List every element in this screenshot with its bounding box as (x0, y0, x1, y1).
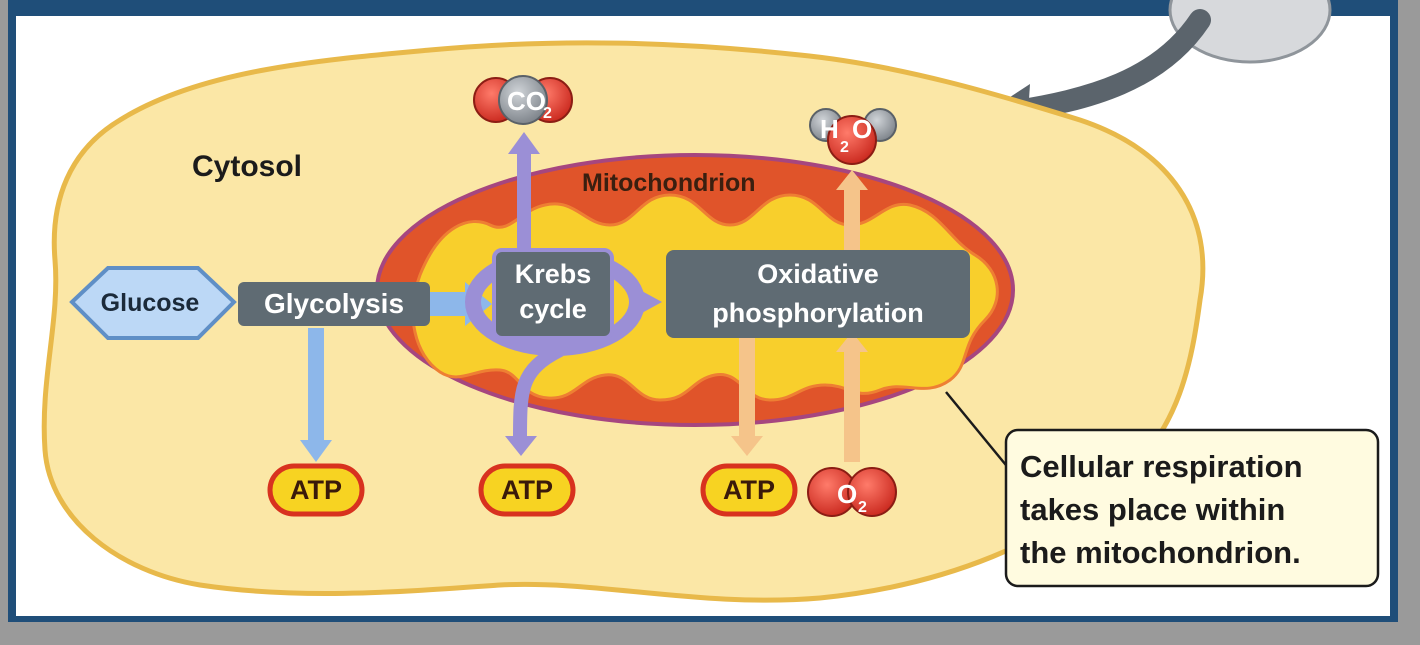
glycolysis-label: Glycolysis (264, 288, 404, 319)
co2-subscript: 2 (543, 105, 552, 122)
glycolysis-to-krebs-arrow (425, 292, 470, 316)
atp-badge-krebs: ATP (478, 463, 576, 517)
h2o-molecule: H 2 O (809, 108, 897, 165)
atp-badge-oxphos: ATP (700, 463, 798, 517)
callout-line1: Cellular respiration (1020, 449, 1303, 484)
krebs-to-atp-arrow (513, 343, 564, 441)
callout-line3: the mitochondrion. (1020, 535, 1301, 570)
oxphos-label-line1: Oxidative (757, 259, 879, 289)
h2o-base-h: H (820, 114, 839, 144)
o2-base: O (837, 479, 857, 509)
callout-leader-line (945, 391, 1011, 471)
atp-label: ATP (723, 475, 775, 505)
glucose-hexagon (69, 266, 237, 340)
o2-subscript: 2 (858, 499, 867, 516)
callout-line2: takes place within (1020, 492, 1285, 527)
co2-base: CO (507, 86, 546, 116)
oxphos-label-line2: phosphorylation (712, 298, 924, 328)
o2-molecule: O 2 (807, 467, 897, 517)
mitochondrion-label: Mitochondrion (582, 169, 756, 197)
glucose-label: Glucose (101, 289, 200, 317)
krebs-co2-arrowhead (508, 132, 540, 154)
oxphos-box (666, 250, 970, 338)
cytosol-label: Cytosol (192, 150, 302, 183)
glycolysis-box (238, 282, 430, 326)
co2-molecule: CO 2 (473, 75, 573, 125)
krebs-to-oxphos-arrowhead (640, 290, 662, 314)
krebs-label-line2: cycle (519, 294, 587, 324)
o2-oxphos-arrowhead (836, 332, 868, 352)
callout-box (1004, 428, 1380, 588)
h2o-subscript: 2 (840, 139, 849, 156)
atp-label: ATP (290, 475, 342, 505)
krebs-label-line1: Krebs (515, 259, 592, 289)
h2o-base-o: O (852, 114, 872, 144)
atp-label: ATP (501, 475, 553, 505)
oxphos-h2o-arrowhead (836, 170, 868, 190)
oxphos-atp-arrowhead (731, 436, 763, 456)
krebs-box (492, 248, 614, 340)
krebs-atp-arrowhead (505, 436, 537, 456)
atp-badge-glycolysis: ATP (267, 463, 365, 517)
glycolysis-atp-arrowhead (300, 440, 332, 462)
